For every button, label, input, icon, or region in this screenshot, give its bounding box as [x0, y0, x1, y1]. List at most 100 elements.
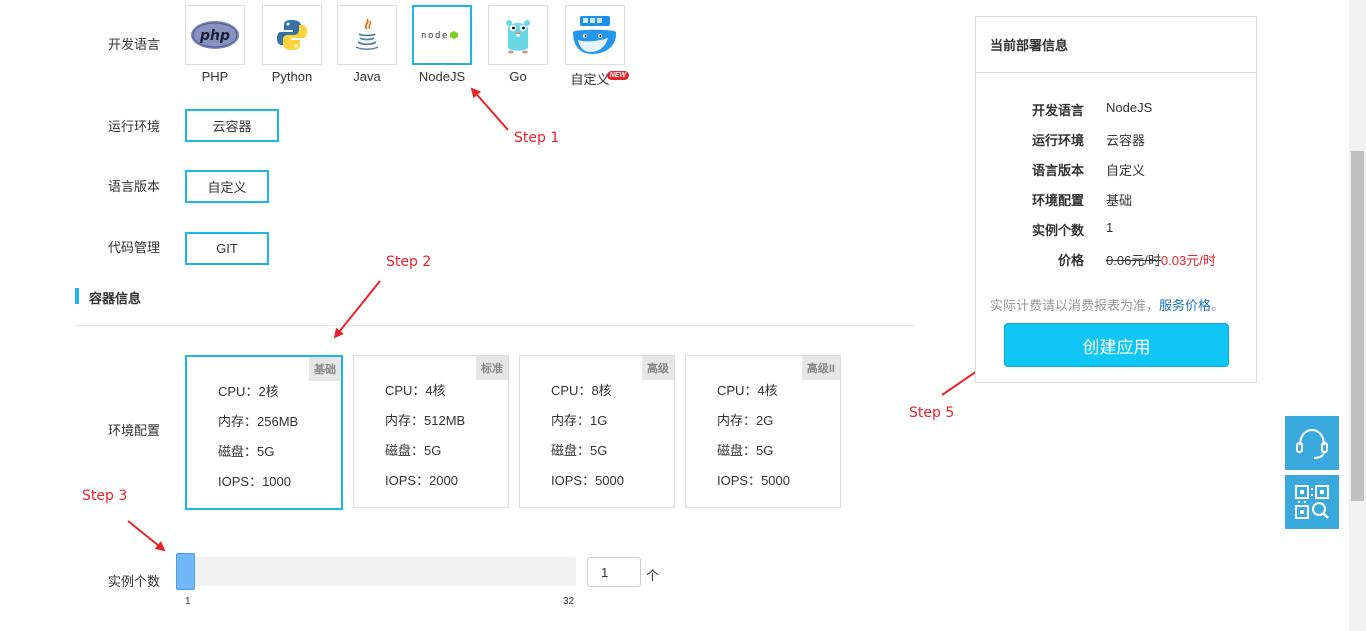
language-name: NodeJS: [418, 69, 466, 84]
step5-label: Step 5: [909, 405, 955, 421]
billing-note-text: 实际计费请以消费报表为准，: [990, 298, 1160, 313]
spec-cpu: CPU：4核: [717, 383, 778, 398]
language-name: Go: [509, 69, 527, 84]
language-option-go[interactable]: Go: [488, 5, 548, 84]
customer-service-button[interactable]: [1285, 416, 1339, 470]
step3-label: Step 3: [82, 488, 128, 504]
step2-arrow: [333, 280, 381, 339]
env-card-basic[interactable]: 基础 CPU：2核 内存：256MB 磁盘：5G IOPS：1000: [185, 355, 343, 510]
spec-memory: 内存：256MB: [218, 414, 299, 429]
new-price: 0.03元/时: [1160, 253, 1216, 268]
spec-disk: 磁盘：5G: [218, 444, 275, 459]
language-tile[interactable]: [262, 5, 322, 65]
summary-value: 云容器: [1106, 133, 1146, 148]
language-name: 自定义 NEW: [565, 69, 629, 88]
summary-key: 开发语言: [1031, 103, 1084, 118]
step3-arrow: [127, 520, 166, 552]
instance-count-label: 实例个数: [108, 574, 161, 589]
summary-key: 运行环境: [1031, 133, 1084, 148]
svg-text:d: d: [435, 31, 440, 41]
spec-disk: 磁盘：5G: [551, 443, 608, 458]
new-badge: NEW: [606, 71, 629, 80]
env-card-tag: 高级: [642, 356, 674, 380]
qrcode-button[interactable]: [1285, 475, 1339, 529]
section-divider: [75, 325, 915, 326]
svg-text:o: o: [428, 31, 433, 41]
summary-key: 价格: [1057, 253, 1084, 268]
old-price: 0.06元/时: [1106, 253, 1161, 268]
docker-whale-icon: [573, 16, 617, 54]
language-tile[interactable]: php: [185, 5, 245, 65]
headset-icon: [1296, 428, 1328, 459]
summary-key: 语言版本: [1031, 163, 1084, 178]
language-tile[interactable]: [337, 5, 397, 65]
step2-label: Step 2: [386, 254, 432, 270]
spec-cpu: CPU：4核: [385, 383, 446, 398]
summary-value: 1: [1106, 220, 1114, 235]
nodejs-icon: n o d e: [421, 31, 458, 41]
language-option-python[interactable]: Python: [262, 5, 322, 84]
instance-count-input[interactable]: [587, 557, 641, 587]
slider-max-label: 32: [563, 596, 575, 607]
spec-iops: IOPS：1000: [218, 474, 291, 489]
create-app-button[interactable]: 创建应用: [1004, 323, 1229, 367]
page-scrollbar[interactable]: [1349, 0, 1366, 631]
runtime-option-cloud-container[interactable]: 云容器: [185, 109, 279, 142]
language-option-java[interactable]: Java: [337, 5, 397, 84]
language-tile[interactable]: [488, 5, 548, 65]
language-name: Java: [353, 69, 381, 84]
billing-note-end: 。: [1211, 298, 1225, 313]
summary-value: 自定义: [1106, 163, 1146, 178]
section-title-container-info: 容器信息: [89, 291, 142, 306]
instance-slider-handle[interactable]: [176, 553, 195, 590]
version-label: 语言版本: [108, 179, 161, 194]
spec-iops: IOPS：5000: [551, 473, 624, 488]
summary-value: NodeJS: [1106, 100, 1153, 115]
spec-disk: 磁盘：5G: [717, 443, 774, 458]
env-card-advanced[interactable]: 高级 CPU：8核 内存：1G 磁盘：5G IOPS：5000: [519, 355, 675, 508]
spec-memory: 内存：2G: [717, 413, 774, 428]
language-name: Python: [271, 69, 313, 84]
env-config-label: 环境配置: [108, 423, 161, 438]
java-icon: [355, 18, 379, 50]
svg-text:e: e: [442, 31, 447, 41]
spec-cpu: CPU：2核: [218, 384, 279, 399]
summary-title: 当前部署信息: [976, 17, 1256, 73]
code-mgmt-option-git[interactable]: GIT: [185, 232, 269, 265]
billing-note: 实际计费请以消费报表为准，服务价格。: [990, 295, 1224, 314]
go-gopher-icon: [506, 20, 530, 54]
version-option-custom[interactable]: 自定义: [185, 170, 269, 203]
svg-text:php: php: [199, 28, 230, 44]
language-option-php[interactable]: php PHP: [185, 5, 245, 84]
php-icon: php: [191, 21, 239, 49]
python-icon: [277, 20, 307, 50]
env-card-advanced-ii[interactable]: 高级II CPU：4核 内存：2G 磁盘：5G IOPS：5000: [685, 355, 841, 508]
spec-memory: 内存：512MB: [385, 413, 466, 428]
qrcode-icon: [1295, 485, 1329, 519]
code-mgmt-label: 代码管理: [108, 240, 161, 255]
language-name-text: 自定义: [570, 72, 610, 87]
language-name: PHP: [201, 69, 229, 84]
summary-value: 基础: [1106, 193, 1133, 208]
instance-unit: 个: [646, 568, 660, 583]
dev-language-label: 开发语言: [108, 37, 161, 52]
instance-slider-track[interactable]: [178, 557, 576, 586]
step1-arrow: [470, 87, 509, 131]
env-card-tag: 高级II: [801, 356, 840, 380]
service-price-link[interactable]: 服务价格: [1159, 298, 1212, 313]
language-option-nodejs[interactable]: n o d e NodeJS: [412, 5, 472, 84]
summary-value: 0.06元/时0.03元/时: [1106, 250, 1216, 269]
scrollbar-thumb[interactable]: [1351, 151, 1364, 501]
env-card-standard[interactable]: 标准 CPU：4核 内存：512MB 磁盘：5G IOPS：2000: [353, 355, 509, 508]
env-card-tag: 标准: [476, 356, 508, 380]
language-tile[interactable]: n o d e: [412, 5, 472, 65]
spec-cpu: CPU：8核: [551, 383, 612, 398]
language-tile[interactable]: [565, 5, 625, 65]
slider-min-label: 1: [185, 596, 191, 607]
section-accent-bar: [75, 288, 79, 304]
deployment-summary-panel: 当前部署信息 开发语言 NodeJS 运行环境 云容器 语言版本 自定义 环境配…: [975, 16, 1257, 383]
spec-iops: IOPS：2000: [385, 473, 458, 488]
language-option-custom[interactable]: 自定义 NEW: [565, 5, 629, 88]
svg-text:n: n: [421, 31, 426, 41]
runtime-label: 运行环境: [108, 119, 161, 134]
